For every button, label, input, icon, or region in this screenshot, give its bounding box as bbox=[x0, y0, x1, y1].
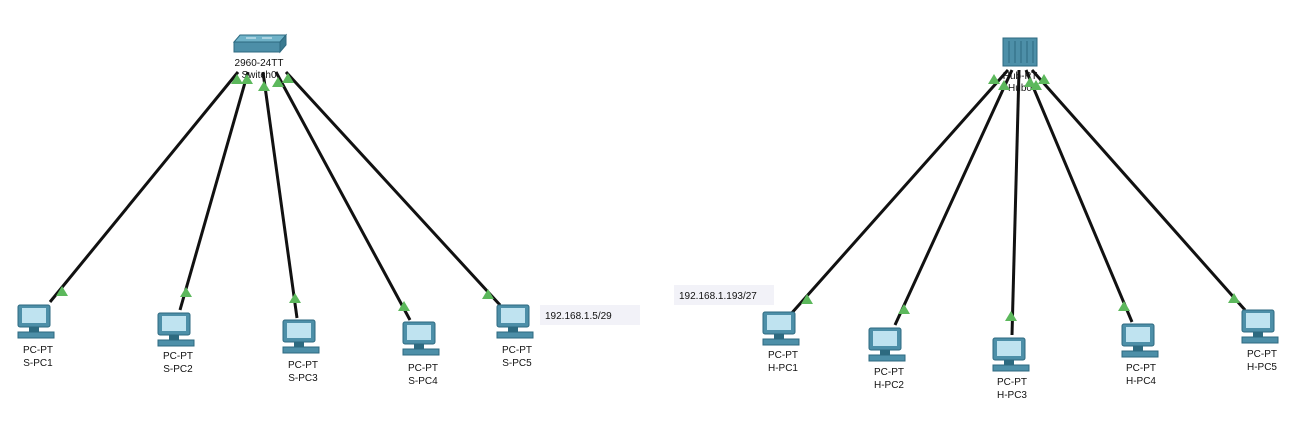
pc-icon bbox=[496, 304, 534, 339]
pc-s-pc4[interactable]: PC-PT S-PC4 bbox=[402, 321, 440, 387]
pc-name-label: S-PC4 bbox=[408, 376, 438, 387]
link-switch-spc5[interactable] bbox=[284, 70, 502, 307]
link-up-indicator bbox=[801, 294, 813, 304]
pc-icon bbox=[868, 327, 906, 362]
link-indicators bbox=[56, 73, 1240, 321]
link-up-indicator bbox=[1030, 80, 1042, 90]
pc-model-label: PC-PT bbox=[502, 345, 532, 356]
pc-icon bbox=[282, 319, 320, 354]
pc-name-label: H-PC4 bbox=[1126, 376, 1156, 387]
link-up-indicator bbox=[231, 74, 243, 84]
pc-name-label: H-PC3 bbox=[997, 390, 1027, 401]
switch-model-label: 2960-24TT bbox=[235, 58, 284, 69]
link-up-indicator bbox=[1038, 74, 1050, 84]
pc-name-label: S-PC3 bbox=[288, 373, 318, 384]
link-up-indicator bbox=[1228, 293, 1240, 303]
pc-model-label: PC-PT bbox=[1126, 363, 1156, 374]
pc-model-label: PC-PT bbox=[874, 367, 904, 378]
link-up-indicator bbox=[482, 289, 494, 299]
pc-model-label: PC-PT bbox=[768, 350, 798, 361]
pc-model-label: PC-PT bbox=[1247, 349, 1277, 360]
hub-ip-label: 192.168.1.193/27 bbox=[679, 291, 757, 302]
link-hub-hpc4[interactable] bbox=[1024, 69, 1134, 323]
link-up-indicator bbox=[398, 301, 410, 311]
switch-device[interactable]: 2960-24TT Switch0 bbox=[232, 33, 288, 81]
hub-icon bbox=[1002, 37, 1038, 67]
pc-h-pc2[interactable]: PC-PT H-PC2 bbox=[868, 327, 906, 391]
link-up-indicator bbox=[289, 293, 301, 303]
pc-name-label: H-PC2 bbox=[874, 380, 904, 391]
link-up-indicator bbox=[258, 81, 270, 91]
link-switch-spc2[interactable] bbox=[178, 71, 250, 311]
pc-s-pc3[interactable]: PC-PT S-PC3 bbox=[282, 319, 320, 384]
pc-icon bbox=[17, 304, 55, 339]
pc-name-label: S-PC5 bbox=[502, 358, 532, 369]
link-up-indicator bbox=[988, 74, 1000, 84]
hub-links bbox=[788, 69, 1247, 336]
pc-name-label: H-PC5 bbox=[1247, 362, 1277, 373]
pc-model-label: PC-PT bbox=[997, 377, 1027, 388]
hub-ip-note[interactable]: 192.168.1.193/27 bbox=[674, 285, 774, 305]
pc-h-pc1[interactable]: PC-PT H-PC1 bbox=[762, 311, 800, 374]
pc-icon bbox=[402, 321, 440, 356]
switch-icon bbox=[232, 33, 288, 54]
link-up-indicator bbox=[282, 73, 294, 83]
pc-model-label: PC-PT bbox=[408, 363, 438, 374]
pc-model-label: PC-PT bbox=[163, 351, 193, 362]
pc-h-pc3[interactable]: PC-PT H-PC3 bbox=[992, 337, 1030, 401]
link-up-indicator bbox=[272, 77, 284, 87]
link-up-indicator bbox=[180, 287, 192, 297]
link-up-indicator bbox=[998, 80, 1010, 90]
link-hub-hpc3[interactable] bbox=[1010, 69, 1021, 336]
switch-ip-label: 192.168.1.5/29 bbox=[545, 311, 612, 322]
pc-model-label: PC-PT bbox=[288, 360, 318, 371]
pc-name-label: H-PC1 bbox=[768, 363, 798, 374]
hub-device[interactable]: Hub-PT Hub0 bbox=[1002, 37, 1038, 94]
switch-name-label: Switch0 bbox=[241, 70, 276, 81]
pc-model-label: PC-PT bbox=[23, 345, 53, 356]
pc-name-label: S-PC1 bbox=[23, 358, 53, 369]
pc-icon bbox=[1241, 309, 1279, 344]
link-up-indicator bbox=[1005, 311, 1017, 321]
link-switch-spc1[interactable] bbox=[48, 71, 240, 303]
pc-s-pc5[interactable]: PC-PT S-PC5 bbox=[496, 304, 534, 369]
link-up-indicator bbox=[241, 74, 253, 84]
switch-ip-note[interactable]: 192.168.1.5/29 bbox=[540, 305, 640, 325]
link-switch-spc3[interactable] bbox=[261, 71, 299, 319]
pc-name-label: S-PC2 bbox=[163, 364, 193, 375]
pc-icon bbox=[762, 311, 800, 346]
pc-h-pc4[interactable]: PC-PT H-PC4 bbox=[1121, 323, 1159, 387]
hub-name-label: Hub0 bbox=[1008, 83, 1032, 94]
link-hub-hpc2[interactable] bbox=[893, 69, 1014, 326]
hub-model-label: Hub-PT bbox=[1003, 71, 1037, 82]
link-hub-hpc5[interactable] bbox=[1030, 69, 1247, 311]
pc-icon bbox=[992, 337, 1030, 372]
pc-s-pc2[interactable]: PC-PT S-PC2 bbox=[157, 312, 195, 375]
pc-icon bbox=[157, 312, 195, 347]
link-switch-spc4[interactable] bbox=[274, 71, 412, 321]
switch-links bbox=[48, 70, 502, 321]
link-up-indicator bbox=[898, 304, 910, 314]
link-up-indicator bbox=[56, 286, 68, 296]
link-up-indicator bbox=[1118, 301, 1130, 311]
link-up-indicator bbox=[1024, 77, 1036, 87]
link-hub-hpc1[interactable] bbox=[788, 69, 1010, 316]
pc-h-pc5[interactable]: PC-PT H-PC5 bbox=[1241, 309, 1279, 373]
pc-s-pc1[interactable]: PC-PT S-PC1 bbox=[17, 304, 55, 369]
pc-icon bbox=[1121, 323, 1159, 358]
